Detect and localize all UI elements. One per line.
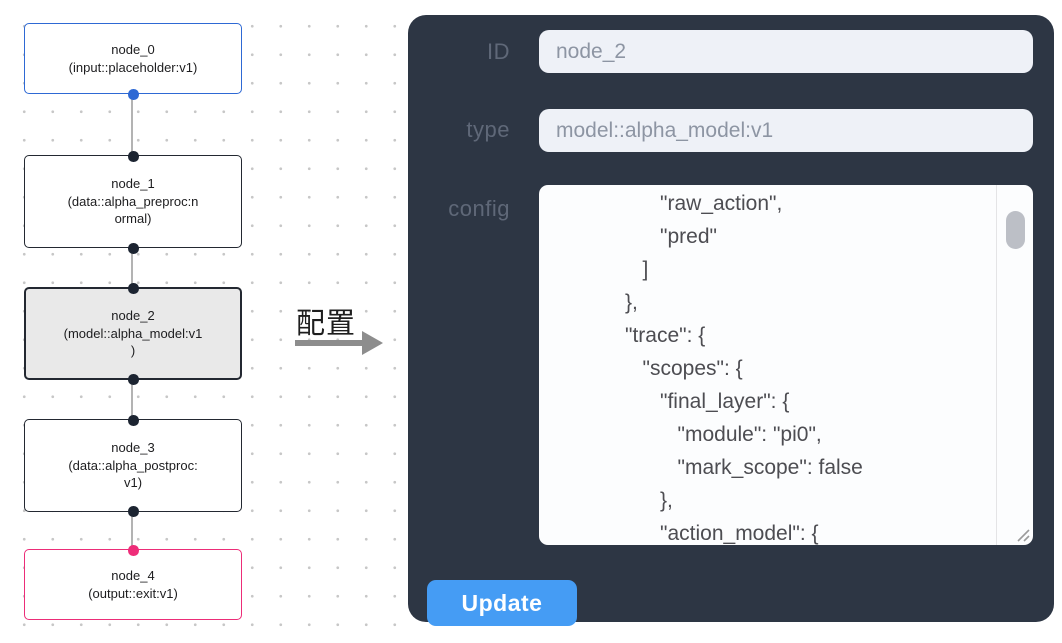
node-subtitle: (model::alpha_model:v1 ) xyxy=(63,325,203,359)
scrollbar-thumb[interactable] xyxy=(1006,211,1025,249)
port-dot[interactable] xyxy=(128,151,139,162)
edge-connector xyxy=(131,379,133,420)
type-input[interactable] xyxy=(539,109,1033,152)
config-textarea[interactable]: "raw_action", "pred" ] }, "trace": { "sc… xyxy=(539,185,1033,545)
node-subtitle: (data::alpha_postproc: v1) xyxy=(68,457,198,491)
port-dot[interactable] xyxy=(128,506,139,517)
type-field-label: type xyxy=(466,117,510,142)
flow-node-node_3[interactable]: node_3 (data::alpha_postproc: v1) xyxy=(24,419,242,512)
flow-node-node_2-selected[interactable]: node_2 (model::alpha_model:v1 ) xyxy=(24,287,242,380)
port-dot[interactable] xyxy=(128,415,139,426)
config-json-text[interactable]: "raw_action", "pred" ] }, "trace": { "sc… xyxy=(625,192,863,545)
port-dot[interactable] xyxy=(128,243,139,254)
port-dot[interactable] xyxy=(128,89,139,100)
node-properties-panel: ID type config "raw_action", "pred" ] },… xyxy=(408,15,1054,626)
node-subtitle: (data::alpha_preproc:n ormal) xyxy=(67,193,199,227)
flow-node-node_0[interactable]: node_0 (input::placeholder:v1) xyxy=(24,23,242,94)
port-dot[interactable] xyxy=(128,545,139,556)
update-button[interactable]: Update xyxy=(427,580,577,626)
arrow-right-icon xyxy=(362,331,383,355)
configure-label: 配置 xyxy=(295,308,356,340)
dot-grid-background xyxy=(406,0,1062,15)
port-dot[interactable] xyxy=(128,283,139,294)
config-field-label: config xyxy=(448,196,510,221)
edge-connector xyxy=(131,94,133,156)
scrollbar-track[interactable] xyxy=(996,185,1033,545)
flow-node-node_4[interactable]: node_4 (output::exit:v1) xyxy=(24,549,242,620)
resize-grip-icon[interactable] xyxy=(1015,527,1030,542)
flow-node-node_1[interactable]: node_1 (data::alpha_preproc:n ormal) xyxy=(24,155,242,248)
node-title: node_3 xyxy=(111,440,155,456)
id-input[interactable] xyxy=(539,30,1033,73)
node-subtitle: (input::placeholder:v1) xyxy=(68,59,198,75)
node-subtitle: (output::exit:v1) xyxy=(88,585,178,601)
node-title: node_1 xyxy=(111,176,155,192)
edge-connector xyxy=(131,511,133,550)
node-title: node_0 xyxy=(111,42,155,57)
node-title: node_2 xyxy=(111,308,155,324)
edge-connector xyxy=(131,248,133,288)
id-field-label: ID xyxy=(487,39,510,64)
arrow-right-icon xyxy=(295,340,363,346)
node-title: node_4 xyxy=(111,568,155,583)
port-dot[interactable] xyxy=(128,374,139,385)
